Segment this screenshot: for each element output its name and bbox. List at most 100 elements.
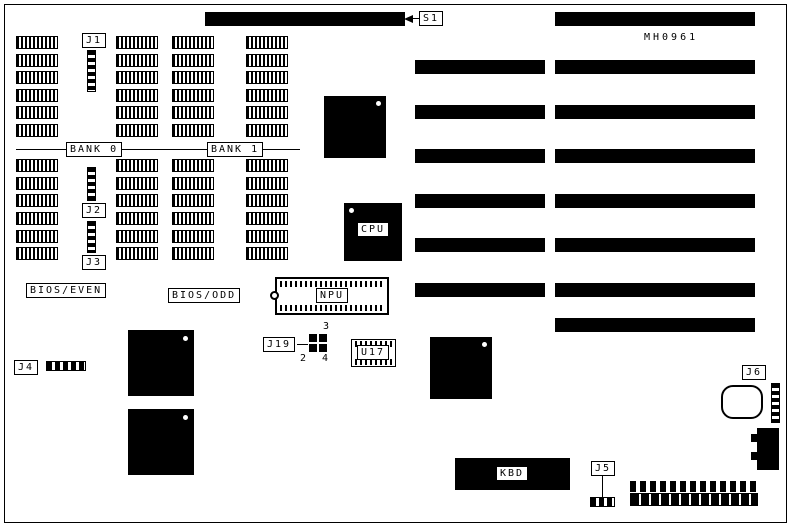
j19-pin2-number: 2	[300, 353, 307, 365]
expansion-slot	[555, 194, 755, 208]
j19-pin	[309, 334, 317, 342]
expansion-slot	[415, 149, 545, 163]
memory-chip	[16, 159, 58, 172]
memory-chip	[246, 177, 288, 190]
asic-chip-3	[128, 330, 194, 396]
expansion-slot	[555, 318, 755, 332]
expansion-slot	[415, 60, 545, 74]
j19-pin3-number: 3	[323, 321, 330, 333]
edge-connector	[630, 493, 758, 506]
asic-chip-2	[430, 337, 492, 399]
s1-pointer-arrow	[404, 15, 413, 23]
expansion-slot-s1	[205, 12, 405, 26]
bios-even-label: BIOS/EVEN	[26, 283, 107, 298]
npu-pins-bottom	[280, 305, 384, 311]
power-connector-tab	[751, 452, 757, 460]
memory-chip	[246, 212, 288, 225]
j4-label: J4	[14, 360, 39, 375]
expansion-slot	[555, 149, 755, 163]
memory-chip	[116, 71, 158, 84]
part-number: MH0961	[644, 32, 699, 43]
memory-chip	[116, 159, 158, 172]
pin1-dot	[482, 342, 487, 347]
j6-connector	[771, 383, 780, 423]
j6-label: J6	[742, 365, 767, 380]
dip-switch-row	[630, 481, 758, 492]
expansion-slot	[555, 283, 755, 297]
board-outline	[4, 4, 787, 523]
kbd-label: KBD	[496, 466, 529, 481]
bank-label-line	[16, 149, 300, 150]
s1-pointer-line	[411, 18, 419, 19]
u17-pins-top	[355, 341, 392, 347]
memory-chip	[16, 230, 58, 243]
memory-chip	[172, 124, 214, 137]
pin1-dot	[376, 101, 381, 106]
memory-chip	[172, 89, 214, 102]
j1-label: J1	[82, 33, 107, 48]
j19-pin4-number: 4	[322, 353, 329, 365]
j5-label: J5	[591, 461, 616, 476]
memory-chip	[172, 194, 214, 207]
j19-pin	[319, 344, 327, 352]
j2-jumper	[87, 167, 96, 201]
memory-chip	[172, 54, 214, 67]
memory-chip	[172, 71, 214, 84]
power-connector-tab	[751, 434, 757, 442]
memory-chip	[246, 71, 288, 84]
j4-jumper	[46, 361, 86, 371]
npu-label: NPU	[316, 288, 349, 303]
expansion-slot	[555, 12, 755, 26]
bank0-label: BANK 0	[66, 142, 123, 157]
memory-chip	[16, 124, 58, 137]
memory-chip	[16, 71, 58, 84]
memory-chip	[116, 194, 158, 207]
expansion-slot	[555, 105, 755, 119]
j5-pointer-line	[602, 476, 603, 497]
j19-pin	[319, 334, 327, 342]
crystal-oscillator	[721, 385, 763, 419]
memory-chip	[172, 177, 214, 190]
memory-chip	[246, 36, 288, 49]
memory-chip	[116, 36, 158, 49]
memory-chip	[116, 106, 158, 119]
j19-pointer-line	[297, 344, 308, 345]
memory-chip	[246, 54, 288, 67]
expansion-slot	[415, 238, 545, 252]
memory-chip	[116, 54, 158, 67]
expansion-slot	[415, 283, 545, 297]
memory-chip	[172, 106, 214, 119]
memory-chip	[116, 124, 158, 137]
expansion-slot	[415, 194, 545, 208]
memory-chip	[16, 89, 58, 102]
memory-chip	[246, 159, 288, 172]
cpu-label: CPU	[357, 222, 390, 237]
pin1-dot	[183, 415, 188, 420]
memory-chip	[246, 247, 288, 260]
npu-notch	[270, 291, 279, 300]
memory-chip	[116, 230, 158, 243]
pin1-dot	[349, 208, 354, 213]
memory-chip	[172, 230, 214, 243]
memory-chip	[16, 177, 58, 190]
j1-jumper	[87, 50, 96, 92]
pin1-dot	[183, 336, 188, 341]
memory-chip	[16, 54, 58, 67]
memory-chip	[246, 124, 288, 137]
expansion-slot	[415, 105, 545, 119]
memory-chip	[172, 36, 214, 49]
j19-pin	[309, 344, 317, 352]
memory-chip	[16, 247, 58, 260]
memory-chip	[16, 106, 58, 119]
bank1-label: BANK 1	[207, 142, 264, 157]
j5-jumper	[590, 497, 615, 507]
expansion-slot	[555, 60, 755, 74]
j3-label: J3	[82, 255, 107, 270]
u17-pins-bottom	[355, 359, 392, 365]
j2-label: J2	[82, 203, 107, 218]
memory-chip	[246, 89, 288, 102]
power-connector	[757, 428, 779, 470]
npu-pins-top	[280, 281, 384, 287]
memory-chip	[246, 106, 288, 119]
memory-chip	[16, 212, 58, 225]
